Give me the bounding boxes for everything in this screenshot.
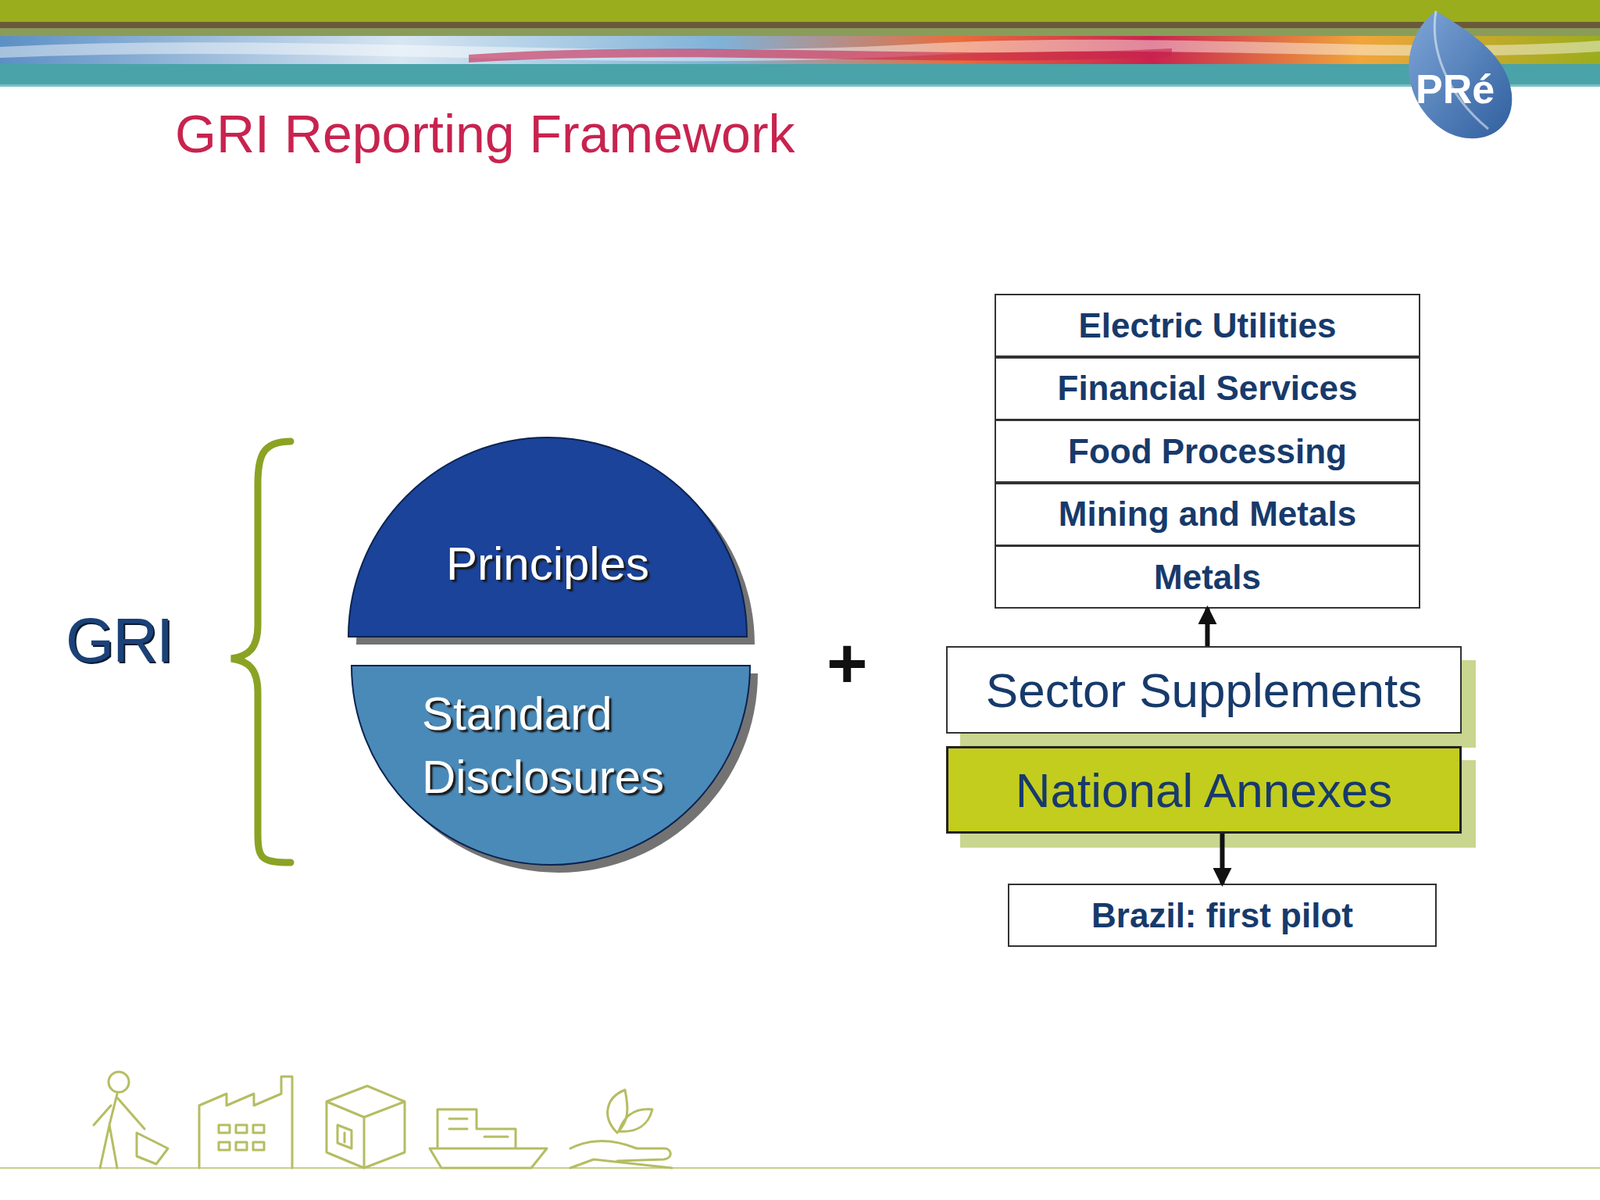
node-text: National Annexes	[1015, 762, 1393, 818]
logo-text: PRé	[1415, 67, 1495, 112]
slide-title: GRI Reporting Framework	[175, 104, 796, 164]
sector-box: Mining and Metals	[994, 482, 1421, 547]
sector-box: Metals	[994, 545, 1421, 609]
node-text: Metals	[1153, 557, 1261, 597]
node-text: Electric Utilities	[1078, 306, 1336, 346]
half-disc: Standard Disclosures	[350, 664, 751, 866]
group-label: GRI	[65, 606, 172, 675]
plus-sign: +	[826, 625, 868, 703]
shape-fill	[351, 665, 750, 865]
arrow-connector	[1220, 833, 1225, 884]
sector-box: Financial Services	[994, 357, 1421, 421]
supplement-box: Sector Supplements	[946, 646, 1462, 734]
half-disc: Principles	[347, 436, 748, 638]
node-text: Sector Supplements	[985, 662, 1422, 718]
node-text: Brazil: first pilot	[1091, 896, 1354, 936]
pilot-box: Brazil: first pilot	[1007, 883, 1437, 947]
node-text: Principles	[347, 536, 748, 591]
annex-box: National Annexes	[946, 746, 1462, 834]
arrow-connector	[1205, 608, 1211, 647]
node-text: Standard Disclosures	[421, 682, 719, 809]
sector-box: Food Processing	[994, 419, 1421, 483]
node-text: Mining and Metals	[1058, 494, 1357, 534]
node-text: Financial Services	[1057, 368, 1358, 408]
half-disc-shape	[347, 436, 748, 638]
shape-fill	[348, 437, 747, 637]
node-text: Food Processing	[1067, 432, 1347, 472]
sector-box: Electric Utilities	[994, 293, 1421, 358]
